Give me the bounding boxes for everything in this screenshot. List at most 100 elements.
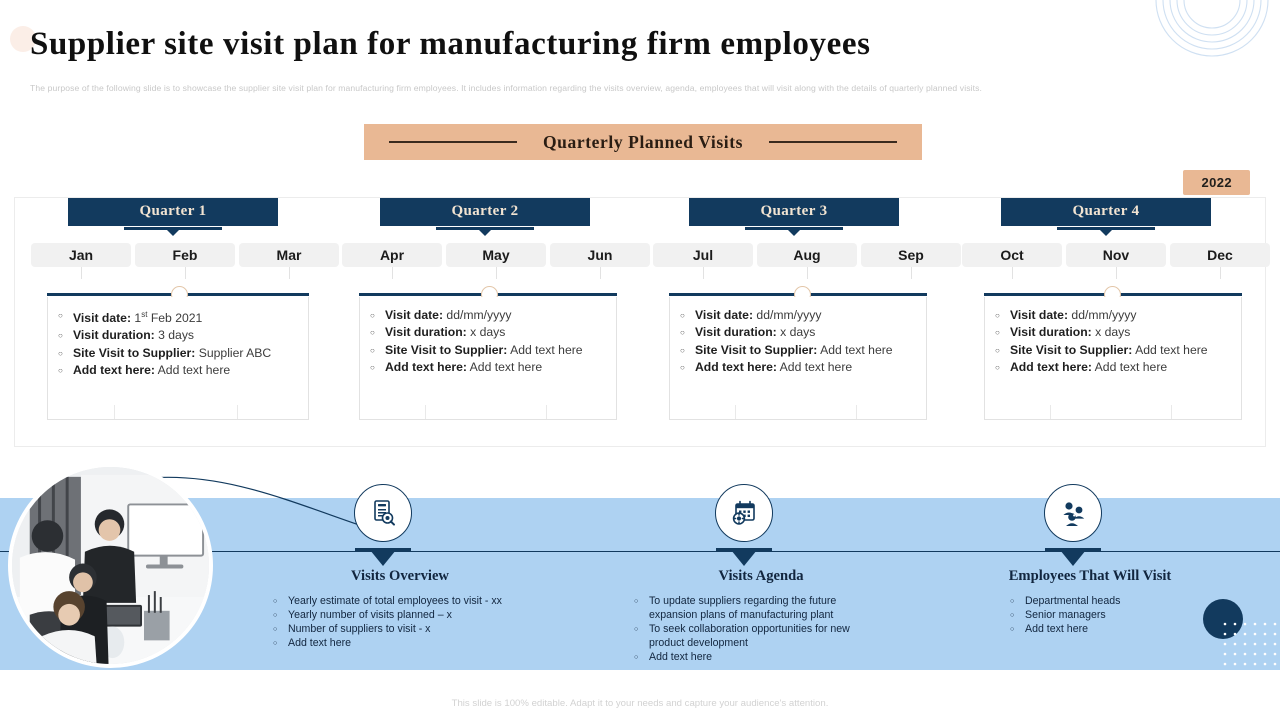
add-text-here: Add text here: Add text here bbox=[368, 359, 608, 376]
banner-rule-left bbox=[388, 141, 517, 143]
quarter-underline bbox=[745, 227, 843, 230]
info-title: Visits Agenda bbox=[718, 568, 804, 584]
caret-pointer bbox=[731, 550, 757, 566]
add-text-here-label: Add text here: bbox=[695, 360, 777, 375]
list-item: Senior managers bbox=[1008, 608, 1208, 623]
month-pill-feb[interactable]: Feb bbox=[135, 243, 235, 267]
add-text-here: Add text here: Add text here bbox=[56, 362, 300, 379]
site-visit-supplier-label: Site Visit to Supplier: bbox=[1010, 342, 1133, 357]
quarter-detail-box-1: Visit date: 1st Feb 2021Visit duration: … bbox=[47, 297, 309, 420]
visit-duration: Visit duration: 3 days bbox=[56, 327, 300, 344]
page-subtitle: The purpose of the following slide is to… bbox=[30, 83, 982, 93]
add-text-here-value: Add text here bbox=[154, 363, 231, 378]
quarter-detail-list: Visit date: dd/mm/yyyyVisit duration: x … bbox=[678, 307, 918, 377]
month-pill-dec[interactable]: Dec bbox=[1170, 243, 1270, 267]
list-item: Yearly estimate of total employees to vi… bbox=[271, 594, 521, 609]
quarter-header-3[interactable]: Quarter 3 bbox=[689, 198, 899, 236]
band-divider-line bbox=[0, 551, 1280, 552]
quarter-detail-box-2: Visit date: dd/mm/yyyyVisit duration: x … bbox=[359, 297, 617, 420]
month-pill-may[interactable]: May bbox=[446, 243, 546, 267]
add-text-here-label: Add text here: bbox=[385, 360, 467, 375]
month-pill-mar[interactable]: Mar bbox=[239, 243, 339, 267]
concentric-arcs-decoration bbox=[1155, 0, 1269, 57]
month-tick bbox=[911, 267, 912, 279]
add-text-here-value: Add text here bbox=[1091, 360, 1168, 375]
month-tick bbox=[600, 267, 601, 279]
detail-box-foot-tick bbox=[856, 405, 857, 419]
month-pill-jul[interactable]: Jul bbox=[653, 243, 753, 267]
quarter-header-2[interactable]: Quarter 2 bbox=[380, 198, 590, 236]
visit-duration-label: Visit duration: bbox=[695, 325, 777, 340]
visit-date-label: Visit date: bbox=[385, 308, 444, 322]
visit-date: Visit date: dd/mm/yyyy bbox=[368, 307, 608, 324]
document-search-icon bbox=[354, 484, 412, 542]
dot-grid-decoration bbox=[1223, 622, 1277, 666]
calendar-settings-icon bbox=[715, 484, 773, 542]
visit-duration: Visit duration: x days bbox=[368, 324, 608, 341]
quarter-caret-icon bbox=[167, 230, 179, 236]
quarter-label: Quarter 4 bbox=[1072, 203, 1140, 219]
add-text-here: Add text here: Add text here bbox=[678, 359, 918, 376]
month-pill-apr[interactable]: Apr bbox=[342, 243, 442, 267]
quarter-underline bbox=[436, 227, 534, 230]
month-tick bbox=[1012, 267, 1013, 279]
detail-box-foot-tick bbox=[546, 405, 547, 419]
page-title: Supplier site visit plan for manufacturi… bbox=[30, 26, 871, 62]
banner-rule-right bbox=[769, 141, 898, 143]
detail-box-foot-tick bbox=[1171, 405, 1172, 419]
quarterly-timeline-panel: Quarter 1 JanFebMarVisit date: 1st Feb 20… bbox=[14, 197, 1270, 447]
quarter-label: Quarter 3 bbox=[760, 203, 828, 219]
quarter-caret-icon bbox=[479, 230, 491, 236]
visit-duration-label: Visit duration: bbox=[1010, 325, 1092, 340]
visit-duration-value: x days bbox=[466, 325, 506, 340]
detail-box-foot-tick bbox=[237, 405, 238, 419]
site-visit-supplier-value: Supplier ABC bbox=[195, 345, 272, 360]
quarter-label: Quarter 2 bbox=[451, 203, 519, 219]
quarter-header-1[interactable]: Quarter 1 bbox=[68, 198, 278, 236]
add-text-here-value: Add text here bbox=[776, 360, 853, 375]
info-title: Employees That Will Visit bbox=[1008, 568, 1172, 584]
quarter-detail-box-3: Visit date: dd/mm/yyyyVisit duration: x … bbox=[669, 297, 927, 420]
visit-duration-value: x days bbox=[1091, 325, 1131, 340]
quarter-underline bbox=[1057, 227, 1155, 230]
month-pill-jan[interactable]: Jan bbox=[31, 243, 131, 267]
quarterly-planned-visits-banner: Quarterly Planned Visits bbox=[364, 124, 922, 160]
site-visit-supplier-value: Add text here bbox=[1132, 342, 1208, 357]
visit-date: Visit date: dd/mm/yyyy bbox=[993, 307, 1233, 324]
quarter-header-4[interactable]: Quarter 4 bbox=[1001, 198, 1211, 236]
visit-date-value: dd/mm/yyyy bbox=[753, 308, 822, 322]
info-list: Yearly estimate of total employees to vi… bbox=[271, 594, 521, 651]
quarter-detail-list: Visit date: dd/mm/yyyyVisit duration: x … bbox=[993, 307, 1233, 377]
month-pill-aug[interactable]: Aug bbox=[757, 243, 857, 267]
visit-date: Visit date: dd/mm/yyyy bbox=[678, 307, 918, 324]
info-list: Departmental headsSenior managersAdd tex… bbox=[1008, 594, 1208, 637]
list-item: To seek collaboration opportunities for … bbox=[632, 622, 872, 650]
month-pill-oct[interactable]: Oct bbox=[962, 243, 1062, 267]
visit-duration: Visit duration: x days bbox=[678, 324, 918, 341]
quarter-caret-icon bbox=[1100, 230, 1112, 236]
month-tick bbox=[185, 267, 186, 279]
visit-date-label: Visit date: bbox=[73, 311, 132, 326]
visit-date-label: Visit date: bbox=[695, 308, 754, 322]
site-visit-supplier-value: Add text here bbox=[507, 342, 583, 357]
month-tick bbox=[81, 267, 82, 279]
quarter-detail-list: Visit date: 1st Feb 2021Visit duration: … bbox=[56, 307, 300, 380]
month-pill-jun[interactable]: Jun bbox=[550, 243, 650, 267]
quarter-caret-icon bbox=[788, 230, 800, 236]
quarter-detail-list: Visit date: dd/mm/yyyyVisit duration: x … bbox=[368, 307, 608, 377]
month-pill-nov[interactable]: Nov bbox=[1066, 243, 1166, 267]
visit-date: Visit date: 1st Feb 2021 bbox=[56, 307, 300, 326]
year-badge: 2022 bbox=[1183, 170, 1250, 195]
info-title: Visits Overview bbox=[351, 568, 449, 584]
info-list: To update suppliers regarding the future… bbox=[632, 594, 872, 665]
add-text-here-value: Add text here bbox=[466, 360, 543, 375]
month-pill-sep[interactable]: Sep bbox=[861, 243, 961, 267]
visit-date-label: Visit date: bbox=[1010, 308, 1069, 322]
month-tick bbox=[289, 267, 290, 279]
month-tick bbox=[1116, 267, 1117, 279]
month-tick bbox=[392, 267, 393, 279]
month-tick bbox=[1220, 267, 1221, 279]
site-visit-supplier-label: Site Visit to Supplier: bbox=[73, 345, 196, 360]
